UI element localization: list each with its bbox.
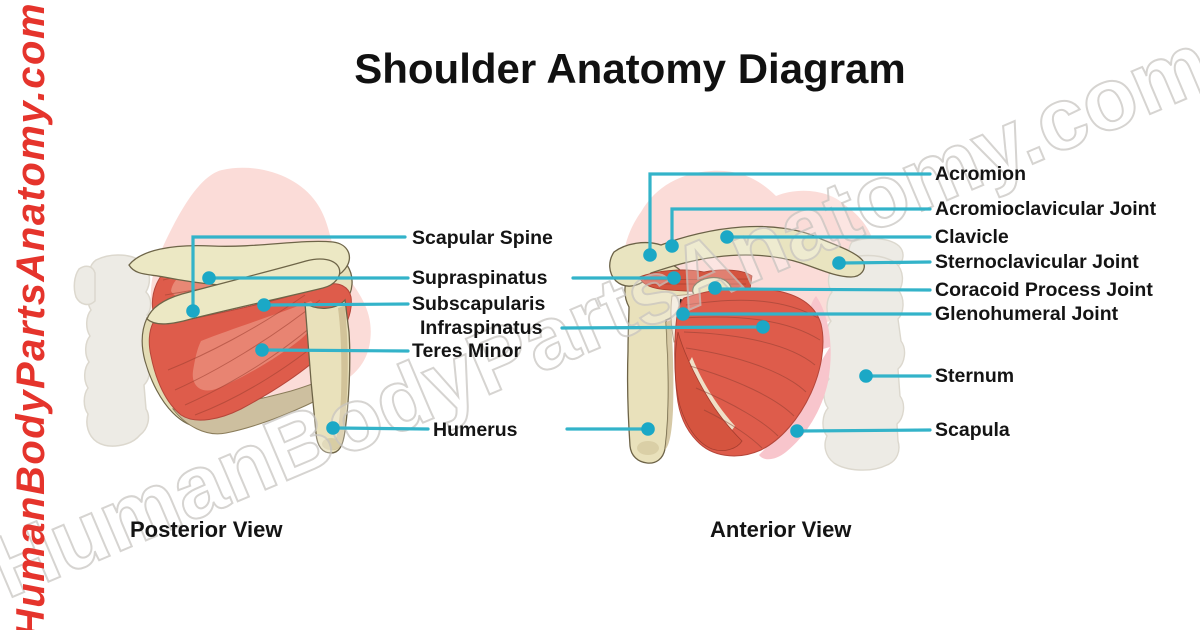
leader-sternoclavicular-joint: [840, 260, 932, 265]
label-acromioclavicular-joint: Acromioclavicular Joint: [935, 198, 1157, 220]
leader-teres-minor: [264, 348, 410, 353]
caption-anterior-view: Anterior View: [710, 517, 852, 542]
label-acromion: Acromion: [935, 163, 1027, 185]
dot-glenohumeral-joint: [676, 307, 690, 321]
leader-lines: [191, 172, 932, 433]
caption-posterior-view: Posterior View: [130, 517, 283, 542]
label-humerus: Humerus: [433, 419, 518, 441]
humerus-tip-shading-anterior: [637, 441, 659, 455]
leader-scapula: [798, 428, 932, 433]
humerus-shaft-posterior: [304, 298, 351, 454]
dot-scapula: [790, 424, 804, 438]
dot-humerus-right: [641, 422, 655, 436]
label-glenohumeral-joint: Glenohumeral Joint: [935, 303, 1119, 325]
label-infraspinatus: Infraspinatus: [420, 317, 543, 339]
strap-muscle-anterior: [674, 331, 743, 451]
label-sternum: Sternum: [935, 365, 1015, 387]
leader-scapular-spine: [191, 235, 407, 311]
leader-humerus-left: [334, 426, 430, 431]
humerus-tip-shading-posterior: [322, 438, 340, 450]
label-subscapularis: Subscapularis: [412, 293, 546, 315]
dot-clavicle: [720, 230, 734, 244]
leader-infraspinatus: [560, 325, 762, 330]
dot-acromion: [643, 248, 657, 262]
dot-coracoid-process-joint: [708, 281, 722, 295]
anterior-view-figure: [609, 170, 906, 471]
leader-subscapularis: [266, 302, 410, 307]
label-supraspinatus: Supraspinatus: [412, 267, 548, 289]
leader-acromioclavicular-joint: [670, 207, 932, 245]
dot-subscapularis: [257, 298, 271, 312]
ghost-rib-bump-posterior: [73, 265, 96, 306]
label-scapular-spine: Scapular Spine: [412, 227, 553, 249]
label-clavicle: Clavicle: [935, 226, 1009, 248]
dot-sternoclavicular-joint: [832, 256, 846, 270]
leader-coracoid-process-joint: [716, 287, 932, 292]
brand-side-text: HumanBodyPartsAnatomy.com: [9, 1, 53, 630]
dot-infraspinatus: [756, 320, 770, 334]
dot-sternum: [859, 369, 873, 383]
label-sternoclavicular-joint: Sternoclavicular Joint: [935, 251, 1139, 273]
dot-supraspinatus-right: [667, 271, 681, 285]
leader-dots: [186, 230, 873, 438]
dot-scapular-spine: [186, 304, 200, 318]
dot-humerus-left: [326, 421, 340, 435]
ghost-ribs-posterior: [83, 254, 152, 447]
dot-teres-minor: [255, 343, 269, 357]
cream-wedge-anterior: [687, 357, 735, 434]
label-coracoid-process-joint: Coracoid Process Joint: [935, 279, 1153, 301]
humerus-shadow-anterior: [665, 320, 674, 450]
dot-acromioclavicular-joint: [665, 239, 679, 253]
page-title: Shoulder Anatomy Diagram: [354, 45, 906, 93]
humerus-shaft-shadow-posterior: [332, 305, 348, 451]
leader-acromion: [648, 172, 932, 254]
label-teres-minor: Teres Minor: [412, 340, 522, 362]
dot-supraspinatus-left: [202, 271, 216, 285]
infraspinatus-highlight: [192, 301, 317, 391]
muscle-striations-anterior: [683, 299, 821, 449]
label-scapula: Scapula: [935, 419, 1010, 441]
